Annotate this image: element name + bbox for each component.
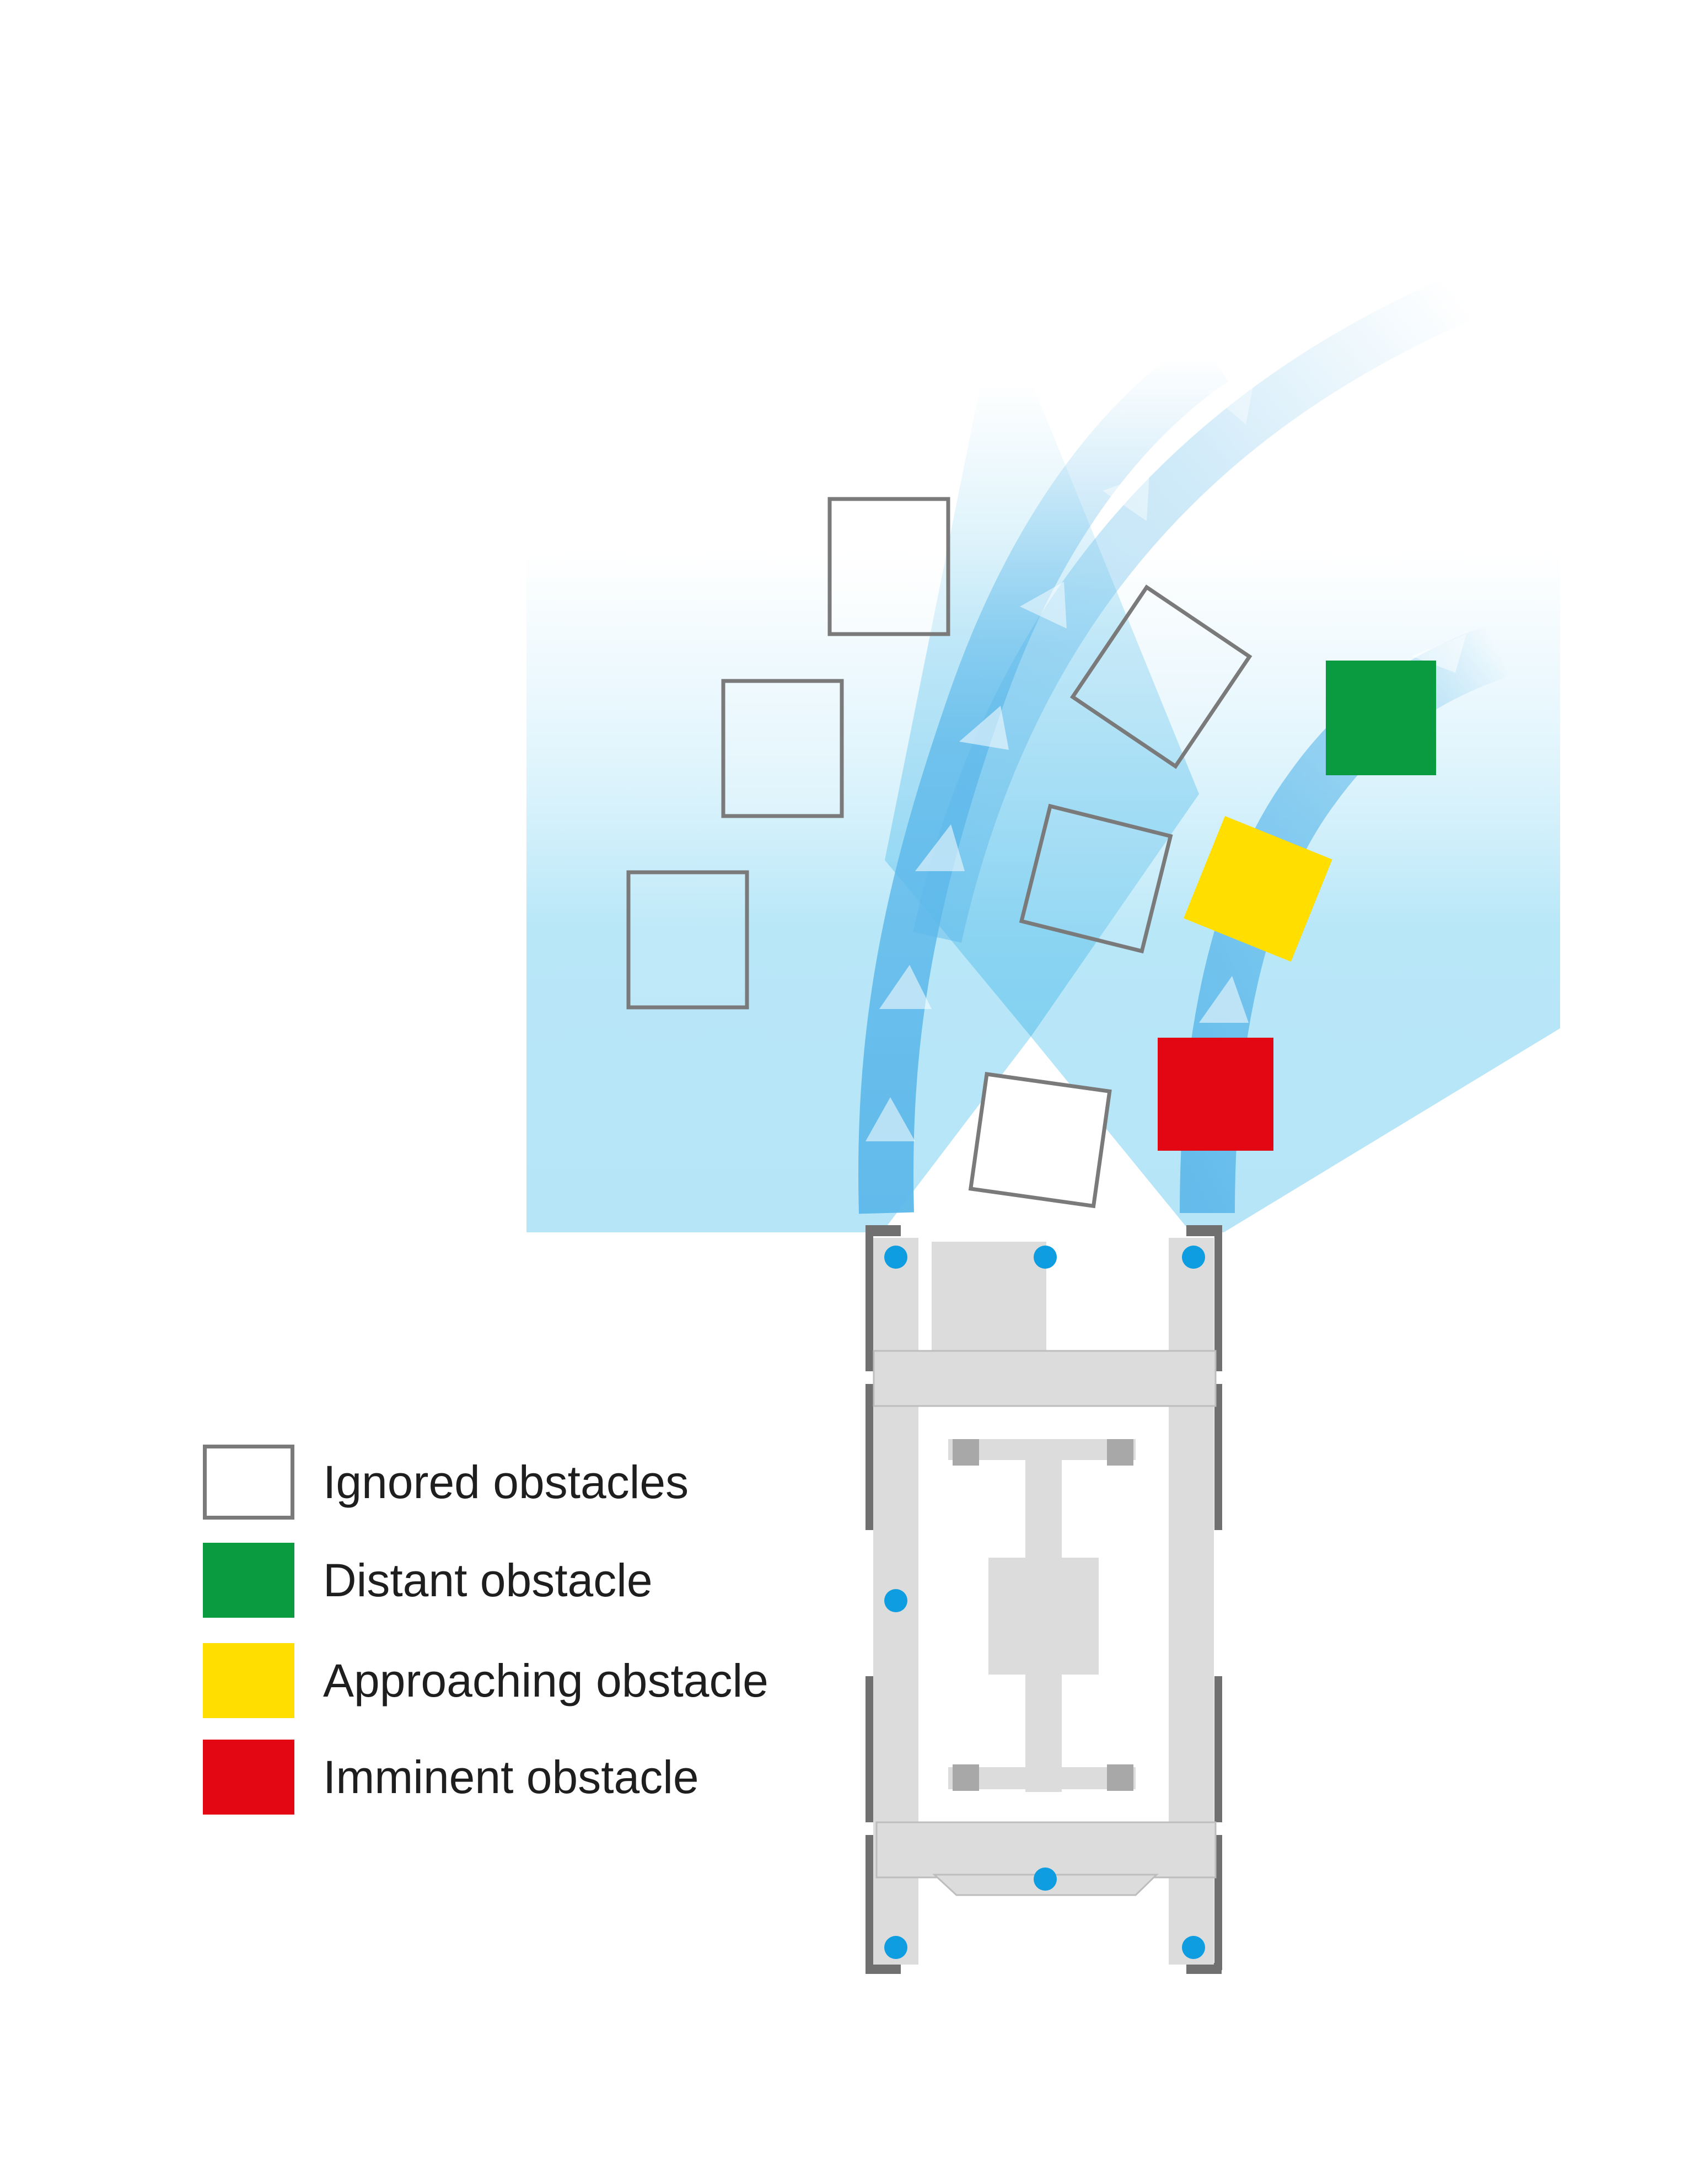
legend-label: Distant obstacle	[323, 1554, 653, 1606]
path-arrow-icon	[1020, 582, 1067, 629]
legend-item-approaching: Approaching obstacle	[203, 1643, 920, 1720]
path-arrow-icon	[915, 824, 965, 871]
axle-cap	[1107, 1439, 1133, 1466]
legend-swatch-ignored	[203, 1445, 294, 1520]
distant-obstacle	[1326, 661, 1436, 775]
legend-label: Imminent obstacle	[323, 1751, 699, 1803]
sensor-icon	[1182, 1936, 1205, 1959]
wheel	[1186, 1225, 1222, 1236]
legend-swatch-distant	[203, 1543, 294, 1618]
ignored-obstacle	[626, 870, 749, 1010]
ignored-obstacle	[827, 497, 950, 636]
sensor-icon	[1034, 1246, 1057, 1269]
wheel	[1186, 1963, 1222, 1974]
legend-swatch-imminent	[203, 1740, 294, 1815]
wheel	[865, 1676, 873, 1822]
sensor-icon	[1182, 1246, 1205, 1269]
wheel	[865, 1963, 901, 1974]
wheel	[1214, 1676, 1222, 1822]
approaching-obstacle	[1184, 816, 1332, 962]
path-arrow-icon	[959, 706, 1009, 750]
legend-label: Ignored obstacles	[323, 1456, 689, 1508]
sensor-icon	[1034, 1868, 1057, 1891]
legend-swatch-approaching	[203, 1643, 294, 1718]
path-arrow-icon	[865, 1097, 915, 1141]
path-left	[858, 335, 1229, 1214]
vehicle-front-block	[932, 1242, 1046, 1357]
path-arrow-icon	[1199, 976, 1249, 1023]
wheel	[1214, 1384, 1222, 1530]
sensor-icon	[884, 1246, 907, 1269]
legend-item-imminent: Imminent obstacle	[203, 1740, 920, 1817]
engine-block	[988, 1558, 1099, 1675]
axle-cap	[1107, 1764, 1133, 1791]
ignored-obstacles	[626, 497, 1252, 1209]
legend-label: Approaching obstacle	[323, 1655, 768, 1707]
ignored-obstacle	[721, 679, 844, 818]
axle-cap	[953, 1764, 979, 1791]
sensor-icon	[884, 1936, 907, 1959]
ignored-obstacle	[968, 1072, 1112, 1209]
path-arrow-icon	[1207, 380, 1254, 425]
vehicle-front-crossbar	[873, 1350, 1217, 1407]
path-left-outer-arc	[913, 275, 1471, 943]
sensor-icon	[884, 1589, 907, 1612]
axle-cap	[953, 1439, 979, 1466]
wheel	[865, 1835, 873, 1970]
wheel	[865, 1225, 873, 1371]
wheel	[865, 1384, 873, 1530]
vehicle	[865, 1225, 1222, 1974]
path-arrow-icon	[879, 965, 932, 1009]
path-arrow-icon	[1411, 634, 1466, 673]
wheel	[1214, 1225, 1222, 1371]
wheel	[865, 1225, 901, 1236]
ignored-obstacle	[1069, 584, 1252, 769]
ignored-obstacle	[1019, 803, 1173, 954]
path-arrow-icon	[1103, 474, 1149, 521]
imminent-obstacle	[1158, 1038, 1273, 1151]
legend-item-distant: Distant obstacle	[203, 1543, 920, 1620]
legend-item-ignored: Ignored obstacles	[203, 1445, 920, 1522]
rear-axle	[948, 1767, 1136, 1789]
